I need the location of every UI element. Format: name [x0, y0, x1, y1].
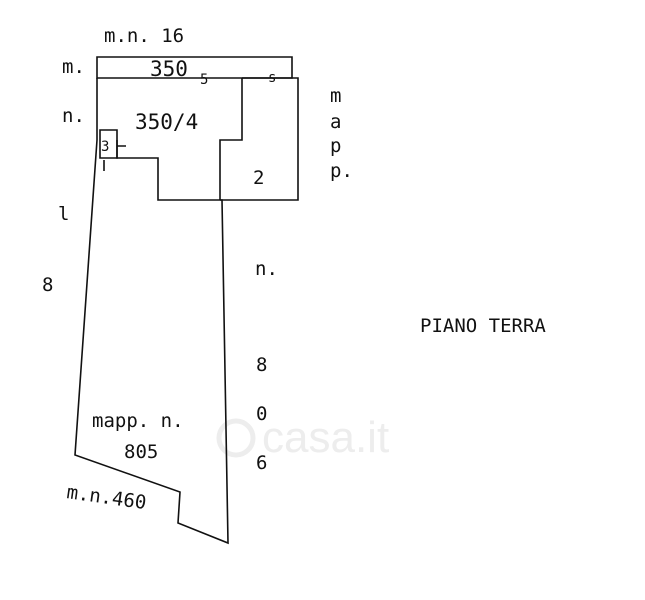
label-right-digit-3: 6	[256, 452, 267, 474]
label-main-parcel: 350/4	[135, 110, 198, 134]
label-right-vertical-1: m	[330, 85, 341, 107]
label-right-n: n.	[255, 258, 278, 280]
parcel-350-strip	[96, 56, 293, 79]
label-strip-number: 350	[150, 57, 188, 81]
watermark: casa.it	[216, 413, 389, 462]
label-bottom-neighbor: m.n.460	[65, 481, 147, 514]
parcel-3-box	[99, 129, 118, 159]
label-right-vertical-2: a	[330, 111, 341, 133]
label-strip-s2: s	[268, 70, 276, 86]
label-small-box: 3	[101, 139, 109, 155]
label-left-n: n.	[62, 105, 85, 127]
plan-title: PIANO TERRA	[420, 315, 546, 337]
label-left-m: m.	[62, 56, 85, 78]
label-left-1: l	[58, 203, 69, 225]
parcel-3-ticks	[103, 145, 126, 171]
label-lower-mapp: mapp. n.	[92, 410, 184, 432]
watermark-text: casa.it	[262, 413, 389, 462]
label-right-vertical-4: p.	[330, 160, 353, 182]
label-top-neighbor: m.n. 16	[104, 25, 184, 47]
parcel-805-outline	[74, 78, 229, 545]
parcel-2-outline	[220, 77, 299, 201]
label-strip-s1: 5	[200, 72, 208, 88]
label-left-8: 8	[42, 274, 53, 296]
parcel-outlines	[74, 56, 299, 545]
parcel-350-4-step	[219, 78, 243, 200]
label-right-digit-2: 0	[256, 403, 267, 425]
label-lower-number: 805	[124, 441, 158, 463]
watermark-logo-icon	[216, 418, 256, 458]
label-right-digit-1: 8	[256, 354, 267, 376]
label-right-vertical-3: p	[330, 135, 341, 157]
label-right-parcel: 2	[253, 167, 264, 189]
